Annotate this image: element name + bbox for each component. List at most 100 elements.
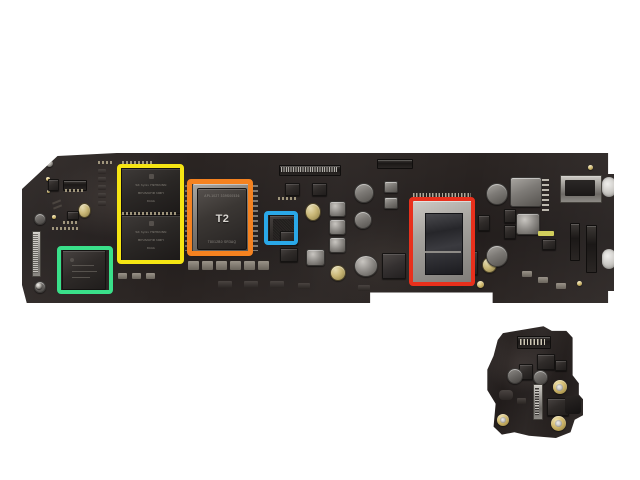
pad-column bbox=[542, 179, 549, 213]
cpu-die bbox=[425, 213, 463, 275]
smd-connector bbox=[570, 223, 580, 261]
t2-package: APL1027 339S00536 T2 T8012B0 SR3AQ bbox=[192, 183, 252, 255]
screw-boss bbox=[533, 370, 548, 385]
trace-mark bbox=[53, 204, 62, 210]
smd-chip bbox=[537, 354, 555, 370]
inductor bbox=[329, 201, 346, 217]
connector-slot bbox=[565, 180, 595, 196]
connector-pins bbox=[33, 233, 38, 273]
chip-marking-line bbox=[72, 277, 90, 279]
shield-can bbox=[354, 211, 372, 229]
smd-component bbox=[146, 273, 155, 279]
pad-row bbox=[413, 193, 471, 199]
chip-marking: 844A bbox=[146, 199, 156, 203]
pad-row bbox=[63, 221, 79, 224]
yellow-highlight-box[interactable] bbox=[117, 164, 184, 264]
pad-row bbox=[52, 227, 80, 230]
shield-can bbox=[384, 197, 398, 209]
screw-hole bbox=[500, 417, 506, 423]
trace-mark bbox=[52, 199, 61, 205]
chip-marking-line bbox=[72, 271, 97, 273]
pad-row bbox=[278, 197, 298, 200]
smd-component bbox=[216, 261, 227, 270]
pad-row bbox=[122, 212, 178, 215]
smd-component bbox=[98, 177, 106, 182]
smd-component bbox=[522, 271, 532, 277]
connector-pins bbox=[281, 167, 337, 172]
shield-can bbox=[354, 183, 374, 203]
t2-die-face: APL1027 339S00536 T2 T8012B0 SR3AQ bbox=[197, 188, 247, 250]
inductor bbox=[306, 249, 325, 266]
t2-bottom-marking: T8012B0 SR3AQ bbox=[207, 240, 237, 244]
cpu-package bbox=[412, 200, 474, 286]
smd-component bbox=[244, 281, 258, 288]
smd-component bbox=[556, 283, 566, 289]
smd-component bbox=[517, 398, 526, 404]
smd-component bbox=[230, 261, 241, 270]
inductor bbox=[329, 237, 346, 253]
smd-component bbox=[202, 261, 213, 270]
shield-can bbox=[486, 245, 508, 267]
smd-component bbox=[98, 169, 106, 174]
t2-logo: T2 bbox=[215, 213, 230, 225]
smd-component bbox=[358, 285, 370, 291]
pad-row bbox=[122, 161, 152, 164]
green-highlight-box[interactable] bbox=[57, 246, 113, 294]
chip-marking: SK hynix H9HKNNN bbox=[135, 230, 167, 234]
gold-pad bbox=[588, 165, 593, 170]
inductor bbox=[329, 219, 346, 235]
shield-can bbox=[384, 181, 398, 193]
orange-highlight-box[interactable] bbox=[187, 179, 253, 256]
screw-hole bbox=[602, 249, 614, 269]
pad-row bbox=[65, 189, 84, 192]
inductor bbox=[516, 213, 540, 235]
tantalum-capacitor bbox=[78, 203, 91, 218]
smd-chip bbox=[382, 253, 406, 279]
gold-pad bbox=[577, 281, 582, 286]
shield-can-large bbox=[510, 177, 542, 207]
screw-boss bbox=[507, 368, 523, 384]
screw-boss bbox=[34, 213, 46, 225]
smd-component bbox=[98, 201, 106, 206]
chip-marking: 844A bbox=[146, 246, 156, 250]
smd-connector bbox=[377, 159, 413, 169]
tantalum-capacitor bbox=[305, 203, 321, 221]
chip-marking: SK hynix H9HKNNN bbox=[135, 183, 167, 187]
smd-component bbox=[538, 277, 548, 283]
pad-row bbox=[98, 161, 114, 164]
silkscreen-287: 287 bbox=[20, 146, 27, 159]
screw-hole bbox=[36, 283, 42, 289]
blue-highlight-box[interactable] bbox=[264, 211, 298, 245]
t2-label: T2 bbox=[215, 213, 230, 225]
smd-component bbox=[98, 185, 106, 190]
io-daughterboard[interactable] bbox=[487, 326, 583, 438]
smd-chip bbox=[504, 209, 516, 223]
silkscreen-part-number: 820-01046-A bbox=[21, 142, 25, 162]
smd-component bbox=[132, 273, 141, 279]
gold-pad bbox=[47, 190, 50, 193]
silkscreen-text: J6800 bbox=[21, 143, 25, 153]
smd-chip bbox=[555, 360, 567, 371]
t2-top-marking: APL1027 339S00536 bbox=[204, 194, 240, 198]
smd-component bbox=[218, 281, 232, 288]
chip-pin1-mark bbox=[70, 258, 74, 262]
smd-chip bbox=[312, 183, 327, 196]
smd-component bbox=[298, 283, 310, 289]
screw-hole bbox=[602, 177, 614, 197]
connector-pins bbox=[520, 339, 546, 345]
chip-pin1-mark bbox=[148, 221, 154, 226]
screw-hole bbox=[556, 384, 563, 391]
smd-component bbox=[244, 261, 255, 270]
smd-component bbox=[118, 273, 127, 279]
red-highlight-box[interactable] bbox=[409, 197, 475, 286]
pmic-chip bbox=[62, 250, 106, 290]
smd-component bbox=[98, 193, 106, 198]
board-connector-edge bbox=[586, 225, 597, 273]
smd-chip bbox=[478, 215, 490, 231]
smd-component bbox=[499, 390, 513, 400]
smd-chip bbox=[48, 179, 59, 191]
inductor-round bbox=[354, 255, 378, 277]
smd-component bbox=[270, 281, 284, 288]
silkscreen-text: J4900 bbox=[21, 146, 25, 156]
